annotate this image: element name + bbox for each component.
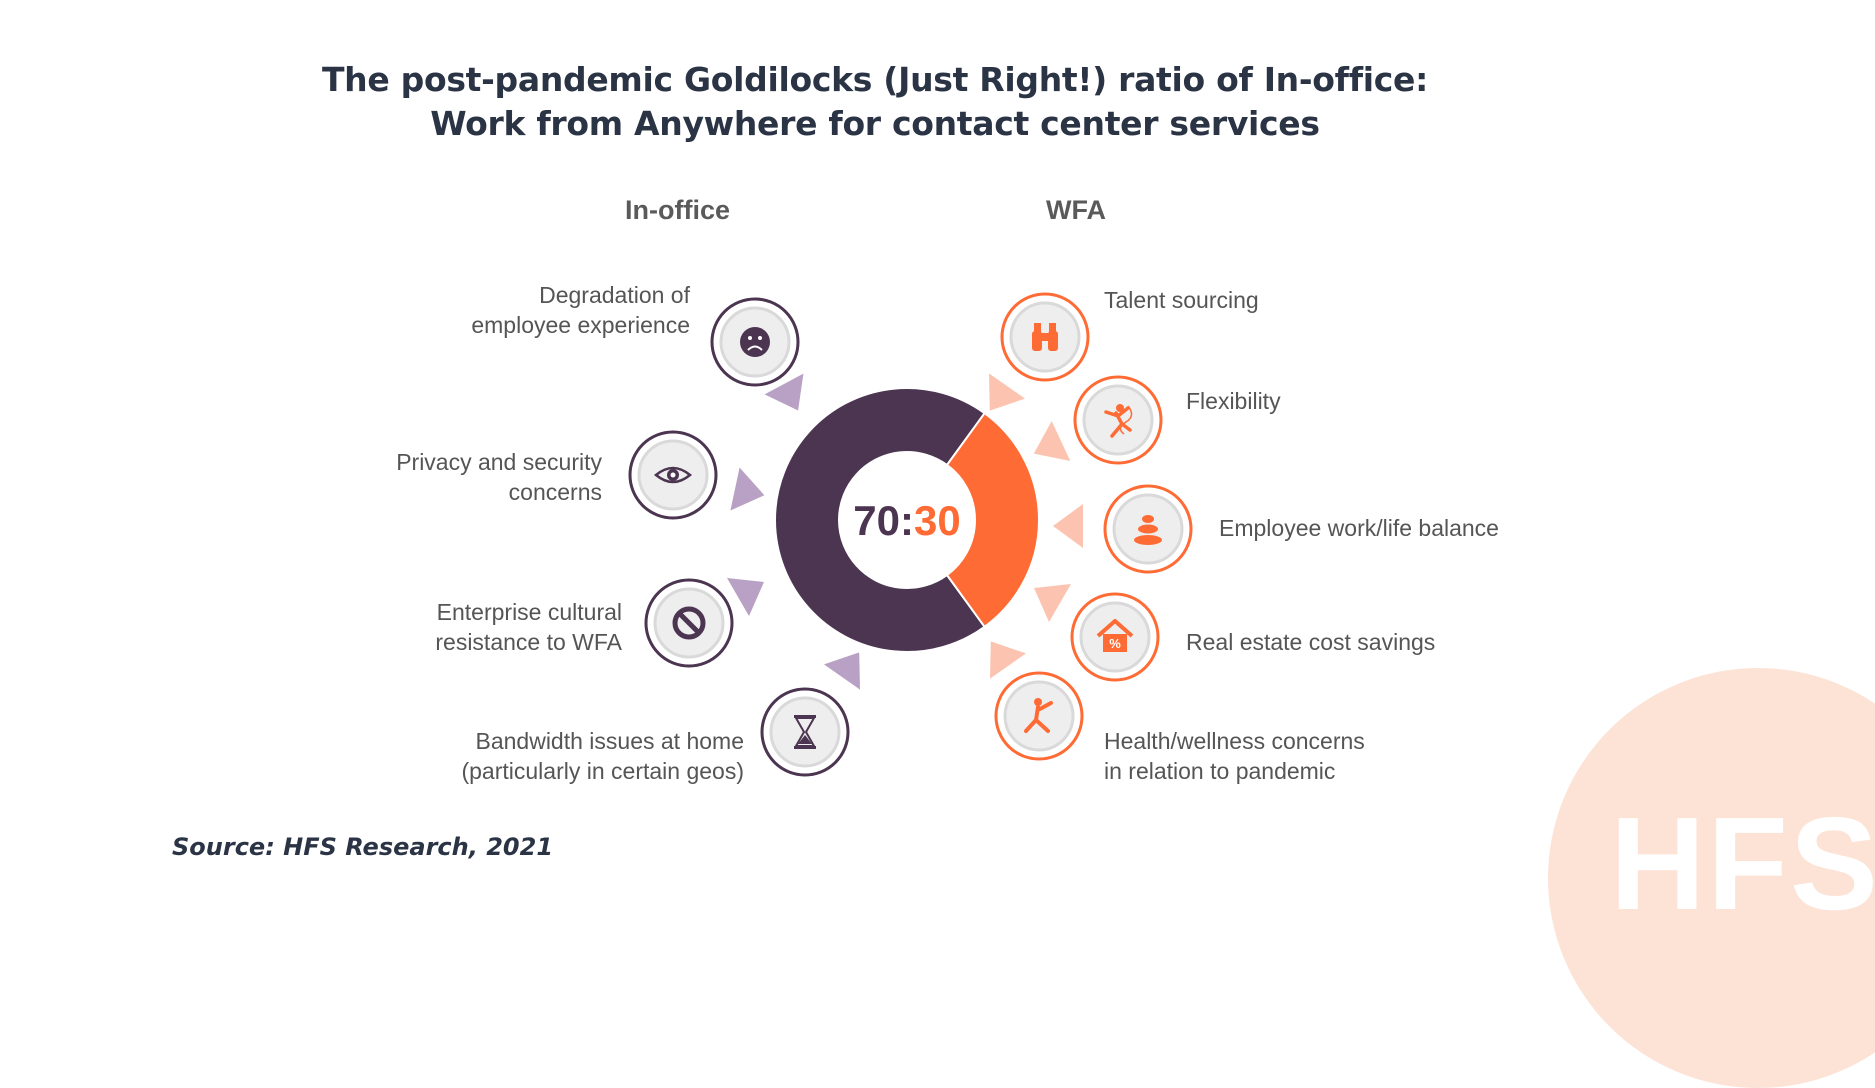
column-heading-wfa: WFA: [1046, 195, 1106, 225]
in-office-item-label: Enterprise cultural resistance to WFA: [435, 599, 622, 655]
binoculars-icon: [1032, 323, 1058, 351]
in-office-item-label: Bandwidth issues at home (particularly i…: [461, 728, 744, 784]
donut-segment-in-office: [774, 387, 986, 653]
gymnast-icon: [1104, 404, 1133, 438]
ratio-separator: :: [900, 497, 914, 544]
hfs-watermark: HFS: [1610, 790, 1875, 937]
pointer-arrow: [1033, 421, 1071, 461]
pointer-arrow: [764, 373, 804, 411]
svg-text:%: %: [1109, 636, 1121, 651]
wfa-item-label: Flexibility: [1186, 388, 1281, 414]
wfa-icon-badge: %: [1070, 592, 1160, 682]
pointer-arrow: [1053, 504, 1083, 548]
wfa-icon-badge: [1073, 375, 1163, 465]
page-title: The post-pandemic Goldilocks (Just Right…: [0, 58, 1750, 146]
pointer-arrow: [730, 467, 765, 511]
stacked-stones-icon: [1134, 515, 1162, 545]
column-heading-in-office: In-office: [625, 195, 730, 225]
ratio-text: 70:30: [853, 497, 960, 544]
in-office-icon-badge: [760, 687, 850, 777]
house-percent-icon: %: [1096, 619, 1134, 652]
ratio-wfa-value: 30: [914, 497, 961, 544]
wfa-icon-badge: [1000, 292, 1090, 382]
wfa-item-label: Health/wellness concerns in relation to …: [1104, 728, 1365, 784]
title-line-1: The post-pandemic Goldilocks (Just Right…: [321, 60, 1429, 99]
title-line-2: Work from Anywhere for contact center se…: [430, 104, 1320, 143]
yoga-pose-icon: [1024, 698, 1053, 733]
wfa-item-label: Employee work/life balance: [1219, 515, 1499, 541]
pointer-arrow: [989, 641, 1027, 679]
hourglass-icon: [794, 715, 816, 749]
wfa-icon-badge: [1103, 484, 1193, 574]
in-office-icon-badge: [628, 430, 718, 520]
ratio-diagram: 70:30 %: [628, 292, 1193, 777]
pointer-arrow: [988, 373, 1026, 411]
source-note: Source: HFS Research, 2021: [172, 833, 554, 861]
eye-icon: [654, 466, 692, 484]
in-office-icon-badge: [710, 297, 800, 387]
wfa-item-label: Real estate cost savings: [1186, 629, 1436, 655]
ratio-in-office-value: 70: [853, 497, 900, 544]
in-office-item-label: Privacy and security concerns: [396, 449, 602, 505]
wfa-icon-badge: [994, 671, 1084, 761]
pointer-arrow: [1034, 583, 1071, 623]
pointer-arrow: [823, 652, 861, 690]
sad-face-icon: [740, 327, 770, 357]
pointer-arrow: [727, 577, 764, 617]
in-office-item-label: Degradation of employee experience: [471, 282, 690, 338]
in-office-icon-badge: [644, 578, 734, 668]
wfa-item-label: Talent sourcing: [1104, 287, 1259, 313]
donut-segment-wfa: [945, 411, 1040, 629]
prohibited-icon: [672, 606, 706, 640]
